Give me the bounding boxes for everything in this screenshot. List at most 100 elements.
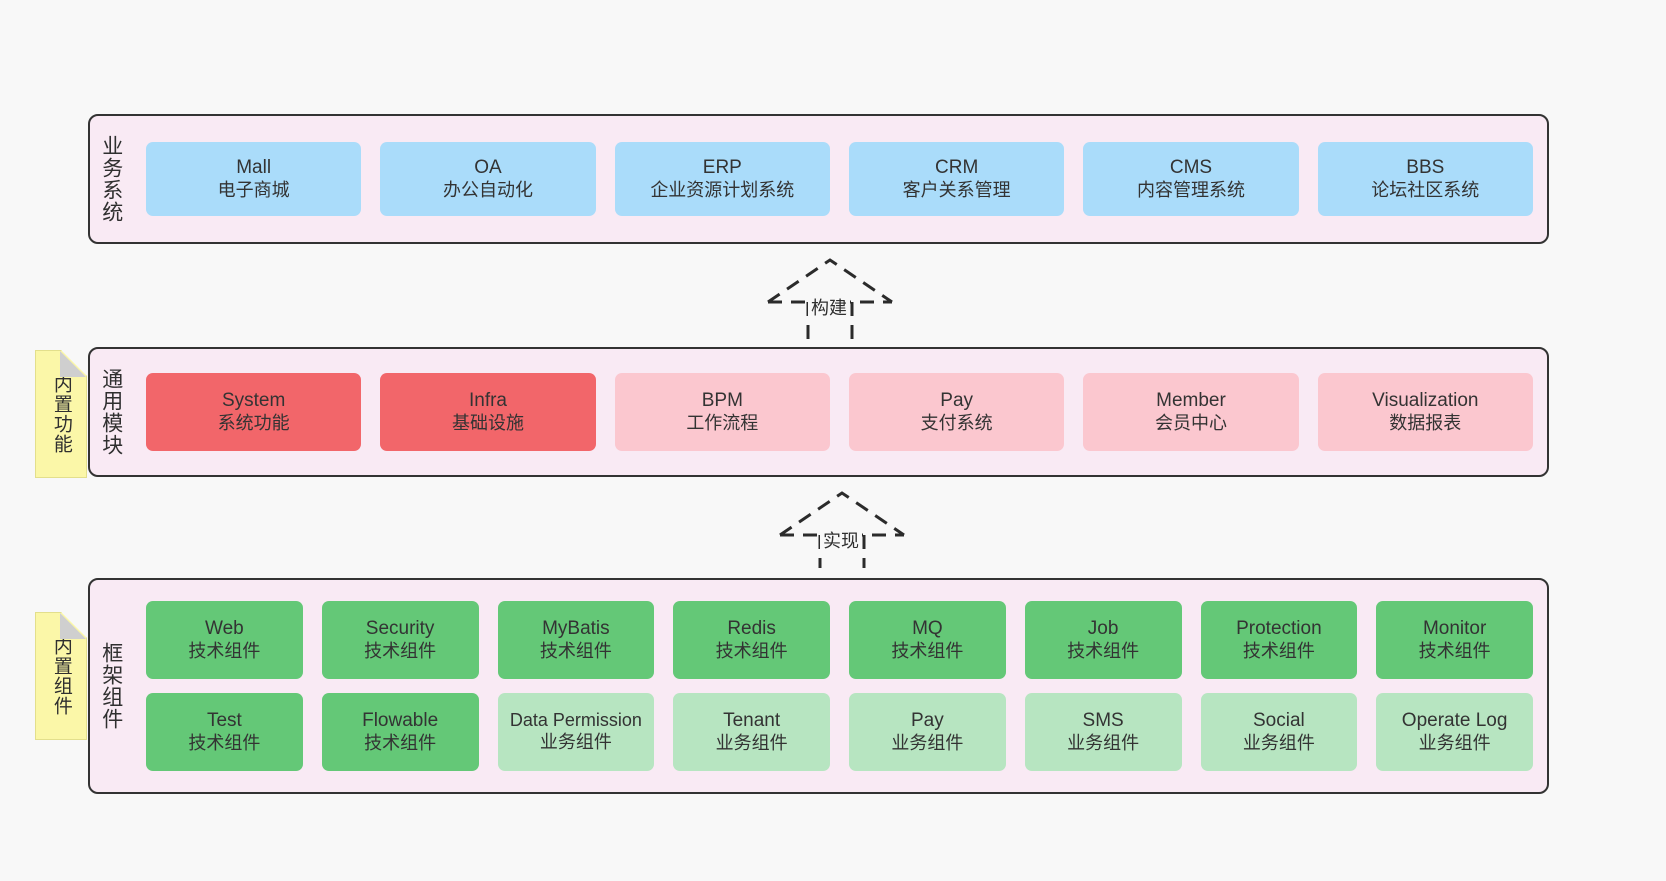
layer-business-system: 业务系统 Mall 电子商城 OA 办公自动化 ERP 企业资源计划系统 CRM… <box>88 114 1549 244</box>
card-redis-subtitle: 技术组件 <box>715 640 788 661</box>
card-pay-module-subtitle: 支付系统 <box>920 412 993 433</box>
card-mall-subtitle: 电子商城 <box>217 179 290 200</box>
card-bpm-title: BPM <box>701 390 743 412</box>
card-security[interactable]: Security 技术组件 <box>321 601 479 679</box>
card-pay-component-title: Pay <box>911 710 944 732</box>
card-crm-title: CRM <box>935 157 979 179</box>
note-builtin-components-label: 内置组件 <box>50 636 72 716</box>
card-mq-title: MQ <box>912 618 943 640</box>
layer-business-system-title: 业务系统 <box>99 135 123 223</box>
card-pay-module-title: Pay <box>940 390 974 412</box>
card-oa[interactable]: OA 办公自动化 <box>380 142 596 216</box>
card-sms-title: SMS <box>1082 710 1124 732</box>
connector-implement-label: 实现 <box>820 527 862 553</box>
card-test[interactable]: Test 技术组件 <box>146 693 303 771</box>
card-oa-subtitle: 办公自动化 <box>442 179 533 200</box>
card-flowable-title: Flowable <box>362 710 439 732</box>
card-mall[interactable]: Mall 电子商城 <box>146 142 362 216</box>
card-social[interactable]: Social 业务组件 <box>1200 693 1358 771</box>
card-data-permission-title: Data Permission <box>509 710 642 731</box>
card-bpm-subtitle: 工作流程 <box>686 412 759 433</box>
layer-framework-component-title: 框架组件 <box>99 642 123 730</box>
card-security-title: Security <box>365 618 435 640</box>
card-cms[interactable]: CMS 内容管理系统 <box>1083 142 1299 216</box>
connector-build-label: 构建 <box>808 294 850 320</box>
card-web[interactable]: Web 技术组件 <box>146 601 303 679</box>
layer-framework-component: 框架组件 Web 技术组件 Security 技术组件 MyBatis 技术组件… <box>88 578 1549 794</box>
card-mybatis-title: MyBatis <box>542 618 610 640</box>
card-monitor-title: Monitor <box>1422 618 1487 640</box>
card-protection-title: Protection <box>1236 618 1322 640</box>
note-fold-corner-icon <box>60 613 86 639</box>
card-operate-log-subtitle: 业务组件 <box>1418 732 1491 753</box>
framework-business-row: Test 技术组件 Flowable 技术组件 Data Permission … <box>146 693 1533 771</box>
card-member[interactable]: Member 会员中心 <box>1083 373 1299 451</box>
card-erp[interactable]: ERP 企业资源计划系统 <box>614 142 830 216</box>
card-monitor[interactable]: Monitor 技术组件 <box>1376 601 1533 679</box>
card-pay-component[interactable]: Pay 业务组件 <box>849 693 1006 771</box>
card-member-title: Member <box>1156 390 1226 412</box>
card-crm[interactable]: CRM 客户关系管理 <box>848 142 1065 216</box>
card-protection-subtitle: 技术组件 <box>1242 640 1315 661</box>
card-infra-title: Infra <box>468 390 507 412</box>
card-web-subtitle: 技术组件 <box>188 640 261 661</box>
card-mall-title: Mall <box>236 157 272 179</box>
card-monitor-subtitle: 技术组件 <box>1418 640 1491 661</box>
card-job-subtitle: 技术组件 <box>1067 640 1140 661</box>
card-redis[interactable]: Redis 技术组件 <box>673 601 830 679</box>
note-builtin-components: 内置组件 <box>35 612 87 740</box>
card-mybatis[interactable]: MyBatis 技术组件 <box>497 601 655 679</box>
card-job[interactable]: Job 技术组件 <box>1024 601 1182 679</box>
note-builtin-functions-label: 内置功能 <box>50 374 72 454</box>
card-security-subtitle: 技术组件 <box>364 640 437 661</box>
card-test-title: Test <box>206 710 242 732</box>
card-bpm[interactable]: BPM 工作流程 <box>614 373 830 451</box>
layer-common-module-body: System 系统功能 Infra 基础设施 BPM 工作流程 Pay 支付系统… <box>132 349 1547 475</box>
note-builtin-functions: 内置功能 <box>35 350 87 478</box>
card-social-subtitle: 业务组件 <box>1242 732 1315 753</box>
card-web-title: Web <box>205 618 244 640</box>
card-redis-title: Redis <box>727 618 776 640</box>
layer-common-module: 通用模块 System 系统功能 Infra 基础设施 BPM 工作流程 Pay… <box>88 347 1549 477</box>
card-test-subtitle: 技术组件 <box>188 732 261 753</box>
card-crm-subtitle: 客户关系管理 <box>902 179 1011 200</box>
card-bbs-subtitle: 论坛社区系统 <box>1371 179 1480 200</box>
card-visualization-subtitle: 数据报表 <box>1389 412 1462 433</box>
card-sms[interactable]: SMS 业务组件 <box>1024 693 1182 771</box>
card-bbs-title: BBS <box>1406 157 1445 179</box>
card-pay-module[interactable]: Pay 支付系统 <box>848 373 1065 451</box>
card-operate-log[interactable]: Operate Log 业务组件 <box>1376 693 1533 771</box>
card-job-title: Job <box>1087 618 1119 640</box>
card-visualization[interactable]: Visualization 数据报表 <box>1317 373 1533 451</box>
card-oa-title: OA <box>474 157 502 179</box>
card-pay-component-subtitle: 业务组件 <box>891 732 964 753</box>
card-mq-subtitle: 技术组件 <box>891 640 964 661</box>
card-infra[interactable]: Infra 基础设施 <box>380 373 596 451</box>
card-system-subtitle: 系统功能 <box>217 412 290 433</box>
card-tenant[interactable]: Tenant 业务组件 <box>673 693 830 771</box>
card-system-title: System <box>221 390 286 412</box>
card-mq[interactable]: MQ 技术组件 <box>849 601 1006 679</box>
card-operate-log-title: Operate Log <box>1401 710 1508 732</box>
card-erp-subtitle: 企业资源计划系统 <box>650 179 795 200</box>
card-mybatis-subtitle: 技术组件 <box>539 640 612 661</box>
card-data-permission-subtitle: 业务组件 <box>539 732 612 752</box>
card-tenant-subtitle: 业务组件 <box>715 732 788 753</box>
connector-build: 构建 <box>760 256 900 356</box>
card-data-permission[interactable]: Data Permission 业务组件 <box>497 693 655 771</box>
card-sms-subtitle: 业务组件 <box>1067 732 1140 753</box>
card-cms-title: CMS <box>1169 157 1213 179</box>
common-card-row: System 系统功能 Infra 基础设施 BPM 工作流程 Pay 支付系统… <box>146 373 1533 451</box>
card-cms-subtitle: 内容管理系统 <box>1136 179 1245 200</box>
layer-framework-component-body: Web 技术组件 Security 技术组件 MyBatis 技术组件 Redi… <box>132 580 1547 792</box>
layer-common-module-title: 通用模块 <box>99 368 123 456</box>
card-flowable-subtitle: 技术组件 <box>364 732 437 753</box>
card-social-title: Social <box>1253 710 1305 732</box>
card-flowable[interactable]: Flowable 技术组件 <box>321 693 479 771</box>
card-bbs[interactable]: BBS 论坛社区系统 <box>1317 142 1533 216</box>
card-tenant-title: Tenant <box>723 710 781 732</box>
card-system[interactable]: System 系统功能 <box>146 373 362 451</box>
card-infra-subtitle: 基础设施 <box>451 412 524 433</box>
card-protection[interactable]: Protection 技术组件 <box>1200 601 1358 679</box>
